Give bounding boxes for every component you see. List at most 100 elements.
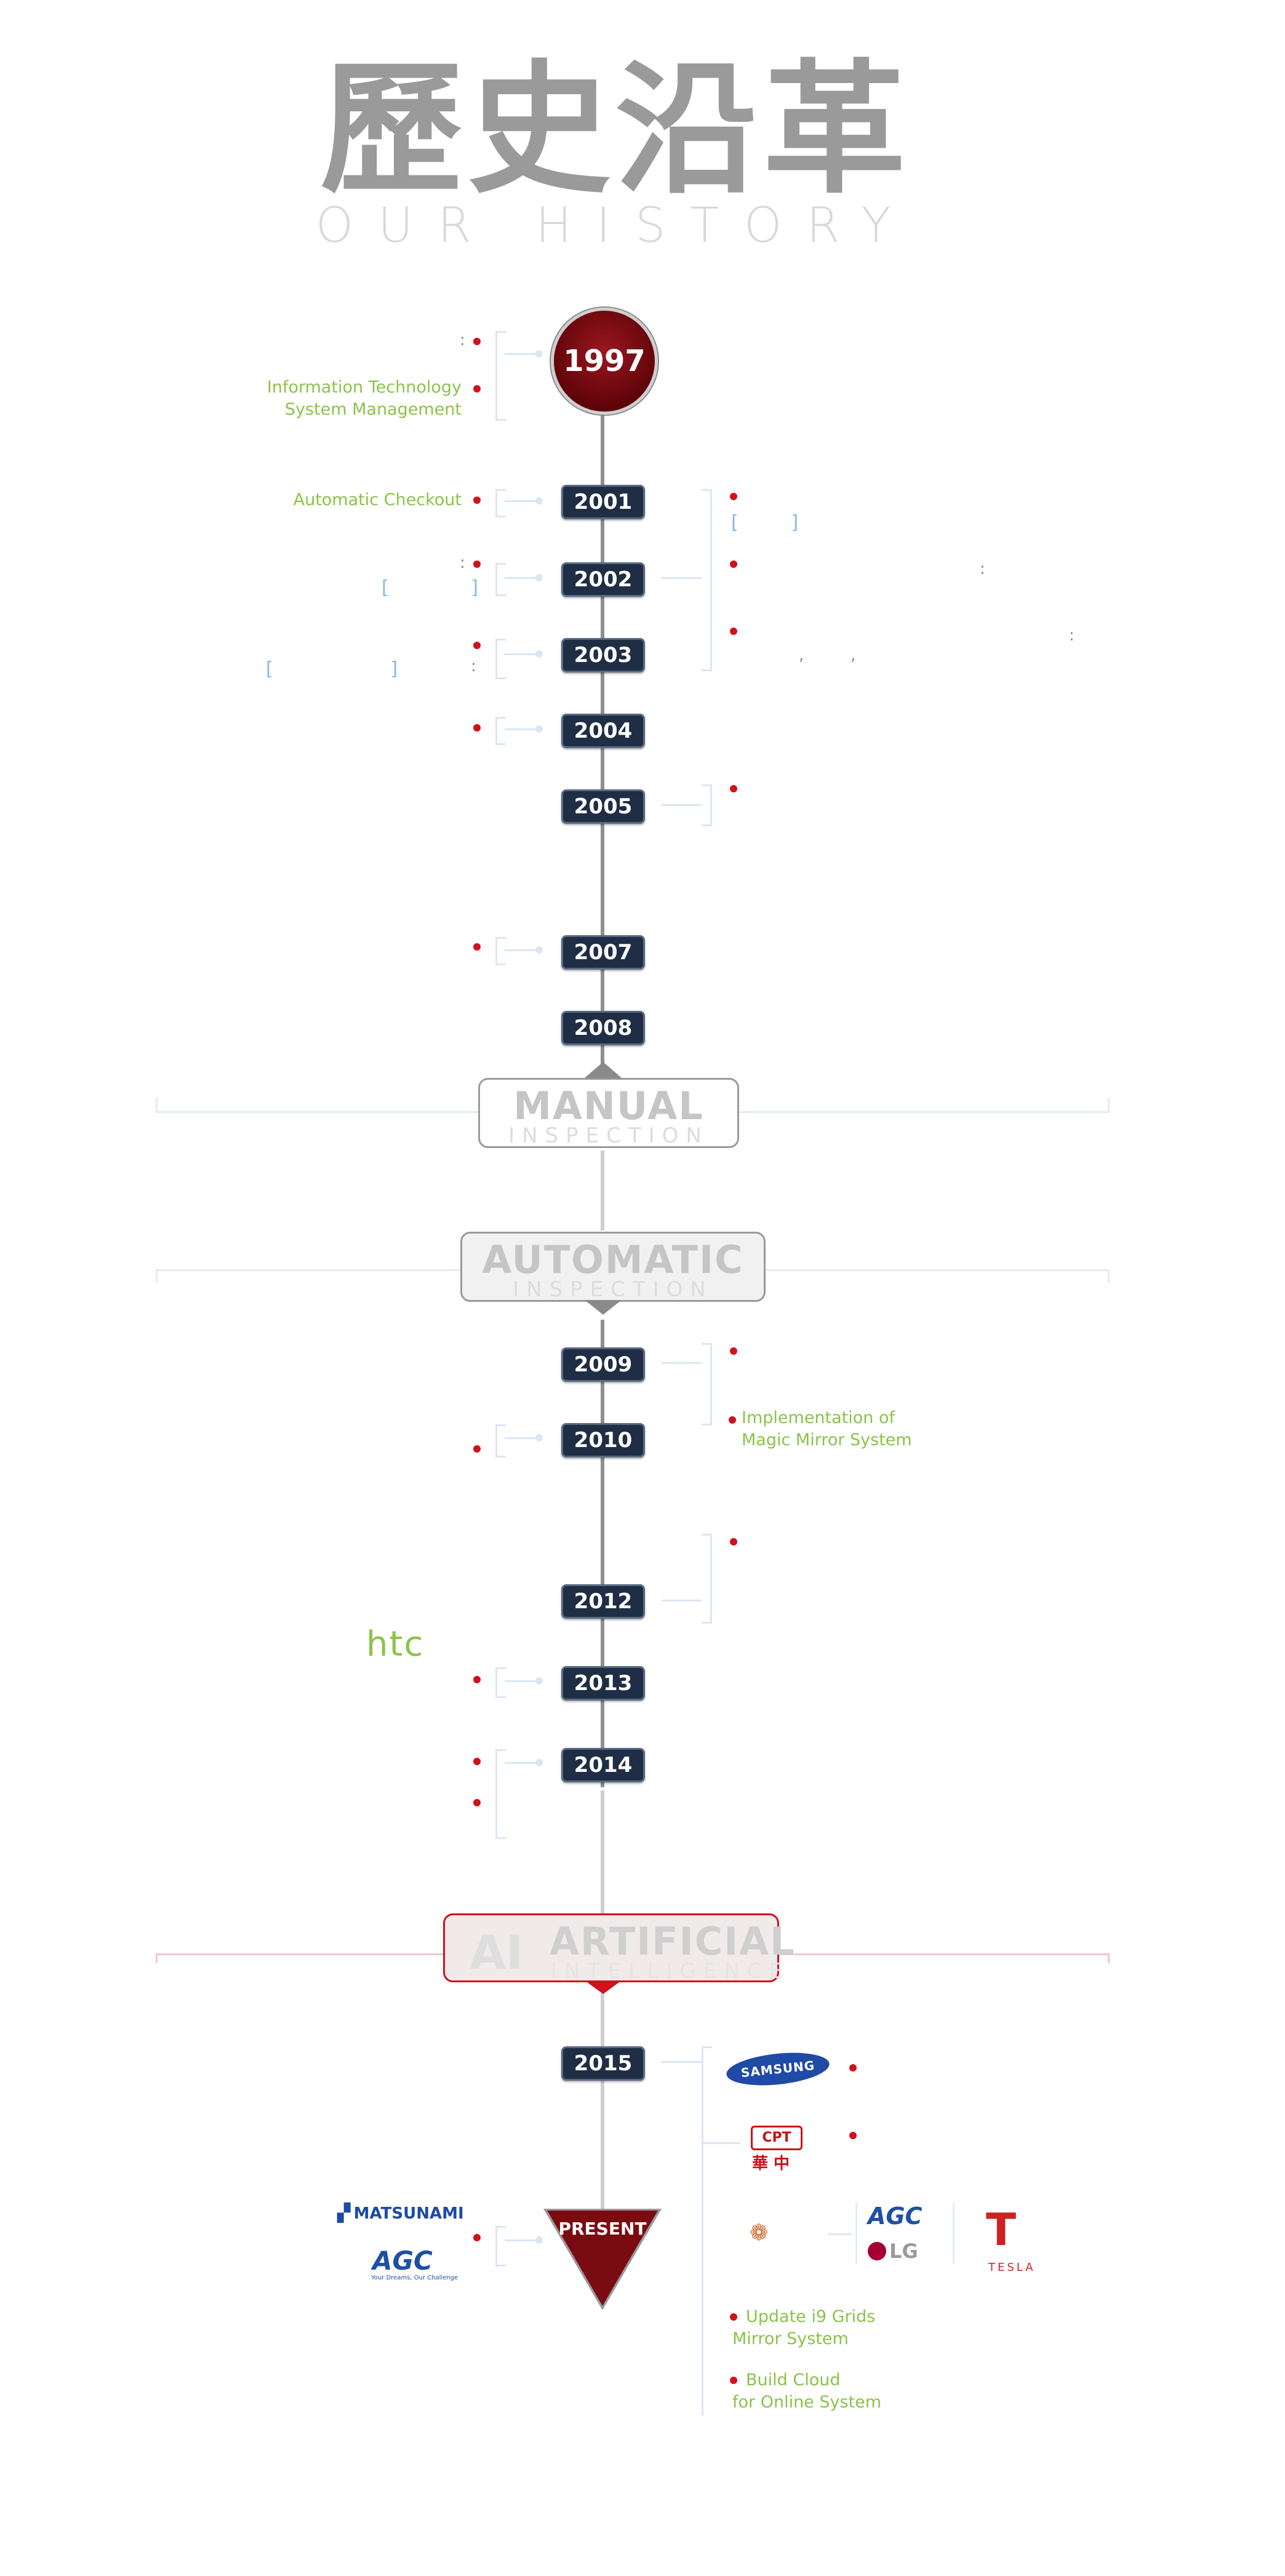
cpt-logo: CPT	[751, 2126, 803, 2150]
connector-dot-2010	[535, 1434, 543, 1442]
timeline-spine-ai	[601, 1993, 604, 2209]
timeline-spine-mid	[601, 1150, 604, 1230]
connector-dot-1997	[535, 350, 543, 357]
bracket-2004-left	[495, 717, 506, 745]
bullet-2015-samsung	[849, 2064, 857, 2072]
present-label: PRESENT	[558, 2219, 647, 2239]
manual-label-big: MANUAL	[513, 1083, 704, 1128]
bracket-present-left	[495, 2226, 506, 2267]
year-2004-badge: 2004	[561, 714, 645, 748]
bracket-1997	[495, 331, 506, 421]
bracket-2001-left	[495, 489, 506, 517]
partner-knot-icon: ❁	[750, 2220, 769, 2246]
bullet-2007	[473, 943, 481, 951]
connector-2005	[662, 804, 702, 806]
bracket-2009-2010-right	[702, 1343, 712, 1426]
year-1997-badge: 1997	[551, 308, 658, 415]
lg-circle-icon	[868, 2242, 886, 2260]
connector-2007	[505, 949, 542, 951]
bullet-2003	[473, 642, 481, 649]
lg-logo: LG	[868, 2239, 918, 2263]
agc-logo-left: AGC	[372, 2246, 433, 2276]
page-title-chinese: 歷史沿革	[319, 47, 911, 213]
bullet-2015-cpt	[849, 2132, 857, 2139]
bullet-update-i9	[730, 2313, 737, 2321]
bullet-2005	[730, 785, 737, 792]
ai-label-small: INTELLIGENCE	[551, 1959, 790, 1984]
colon-1997: :	[460, 331, 465, 349]
bracket-2015-right	[702, 2046, 703, 2415]
divider-agc-lg	[855, 2203, 857, 2264]
event-update-i9-grids: Update i9 Grids Mirror System	[732, 2307, 876, 2348]
bullet-2009	[730, 1347, 737, 1355]
year-2005-badge: 2005	[561, 789, 645, 824]
ai-divider-left-tick	[156, 1953, 158, 1963]
connector-dot-2003	[535, 650, 543, 658]
year-2014-badge: 2014	[561, 1748, 645, 1782]
automatic-label-small: INSPECTION	[513, 1277, 713, 1302]
bracket-mark-2001: [ ]	[731, 512, 799, 533]
connector-agc-lg	[828, 2233, 852, 2235]
bullet-2001	[473, 496, 481, 504]
year-2007-badge: 2007	[561, 935, 645, 970]
bullet-2010	[473, 1445, 481, 1453]
bracket-2007-left	[495, 937, 506, 965]
automatic-label-big: AUTOMATIC	[482, 1237, 744, 1282]
year-2002-badge: 2002	[561, 562, 645, 597]
year-2009-badge: 2009	[561, 1347, 645, 1382]
connector-2003	[505, 653, 542, 655]
bracket-2005-right	[702, 784, 712, 826]
connector-present-left	[505, 2239, 542, 2241]
colon-2003-right: :	[1069, 626, 1075, 645]
connector-dot-2002	[535, 574, 543, 581]
bullet-2014-b	[473, 1799, 481, 1806]
bracket-2015-top	[703, 2046, 712, 2048]
connector-2001	[505, 500, 542, 502]
ai-label-big: ARTIFICIAL	[550, 1919, 796, 1964]
bullet-2002-right	[730, 560, 737, 568]
comma-2003-b: ,	[851, 646, 856, 664]
bullet-2012	[730, 1538, 737, 1545]
bullet-2001-right	[730, 493, 737, 500]
bracket-2010-left	[495, 1424, 506, 1457]
connector-dot-2013	[535, 1677, 543, 1685]
lg-text: LG	[889, 2239, 918, 2263]
htc-logo: htc	[366, 1624, 425, 1664]
bracket-2013-left	[495, 1667, 506, 1698]
bullet-2003-right	[730, 628, 737, 635]
agc-logo-right: AGC	[868, 2203, 923, 2230]
bullet-2013	[473, 1676, 481, 1683]
connector-cpt	[703, 2142, 740, 2144]
bullet-1997-b	[473, 385, 481, 393]
connector-1997	[505, 353, 542, 355]
bullet-build-cloud	[730, 2377, 737, 2384]
cpt-logo-cn: 華 中	[752, 2155, 790, 2173]
bracket-mark-2003: [ ]	[266, 658, 398, 680]
bullet-2002	[473, 560, 481, 568]
connector-2004	[505, 728, 542, 730]
year-2001-badge: 2001	[561, 485, 645, 519]
ai-label-prefix: AI	[470, 1925, 524, 1980]
connector-2010	[505, 1437, 542, 1439]
samsung-logo: SAMSUNG	[724, 2048, 831, 2090]
year-2013-badge: 2013	[561, 1666, 645, 1701]
timeline-spine-fade	[601, 1790, 604, 1926]
bullet-2010-right	[729, 1416, 736, 1424]
tesla-logo-text: TESLA	[988, 2261, 1036, 2274]
matsunami-logo: ▞ MATSUNAMI	[337, 2203, 464, 2223]
manual-label-small: INSPECTION	[508, 1123, 709, 1148]
connector-2012	[662, 1600, 702, 1601]
connector-2013	[505, 1680, 542, 1682]
bracket-2002-left	[495, 563, 506, 596]
colon-2003: :	[471, 657, 476, 676]
year-2015-badge: 2015	[561, 2046, 645, 2081]
bracket-2014-left	[495, 1749, 506, 1839]
ai-arrow-down	[585, 1980, 622, 1994]
bullet-present-left	[473, 2234, 481, 2241]
bracket-2003-left	[495, 639, 506, 679]
bullet-2014-a	[473, 1758, 481, 1765]
connector-dot-2004	[535, 725, 543, 733]
connector-2009	[662, 1362, 702, 1364]
present-triangle	[547, 2211, 658, 2306]
year-2003-badge: 2003	[561, 638, 645, 672]
